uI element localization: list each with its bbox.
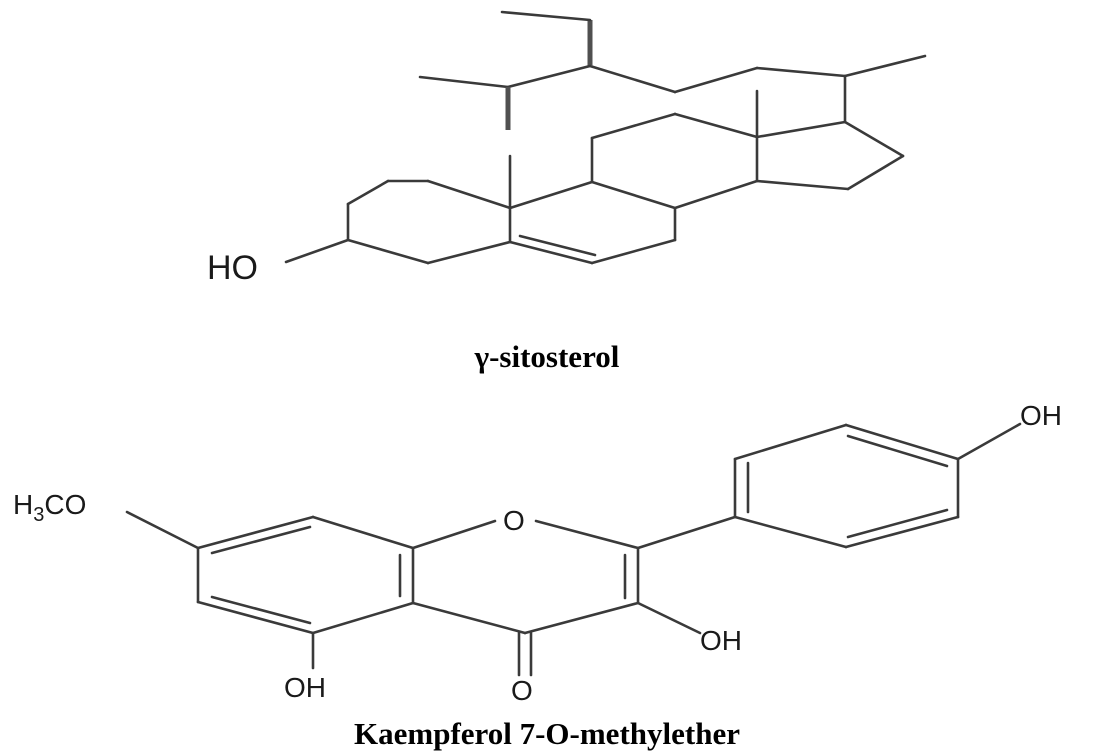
sitosterol-ring-d (755, 120, 905, 191)
kaempferol-methoxy-label: H3CO (13, 489, 86, 526)
sitosterol-ring-a (346, 179, 512, 265)
kaempferol-ring-a (196, 515, 415, 635)
kaempferol-3-oh-bond (636, 601, 702, 635)
sitosterol-oh-bond (284, 238, 350, 264)
kaempferol-carbonyl-oxygen-label: O (511, 675, 533, 706)
sitosterol-name-caption: γ-sitosterol (474, 339, 620, 374)
kaempferol-ring-c (411, 519, 640, 635)
kaempferol-ring-oxygen-label: O (503, 505, 525, 536)
kaempferol-ring-b-link (636, 515, 737, 550)
kaempferol-methoxy-bond (125, 510, 200, 550)
sitosterol-side-chain (418, 10, 927, 130)
sitosterol-hydroxyl-label: HO (207, 249, 258, 287)
kaempferol-hydroxyl-bottom-label: OH (284, 672, 326, 703)
kaempferol-hydroxyl-top-label: OH (1020, 400, 1062, 431)
kaempferol-hydroxyl-right-label: OH (700, 625, 742, 656)
sitosterol-ring-c (590, 112, 759, 210)
kaempferol-structure: H3CO OH O O OH (13, 400, 1062, 706)
sitosterol-structure: HO (207, 10, 927, 287)
kaempferol-4prime-oh-bond (956, 422, 1022, 461)
kaempferol-ring-b (733, 423, 960, 549)
sitosterol-ring-b (508, 180, 677, 265)
kaempferol-name-caption: Kaempferol 7-O-methylether (354, 716, 740, 751)
